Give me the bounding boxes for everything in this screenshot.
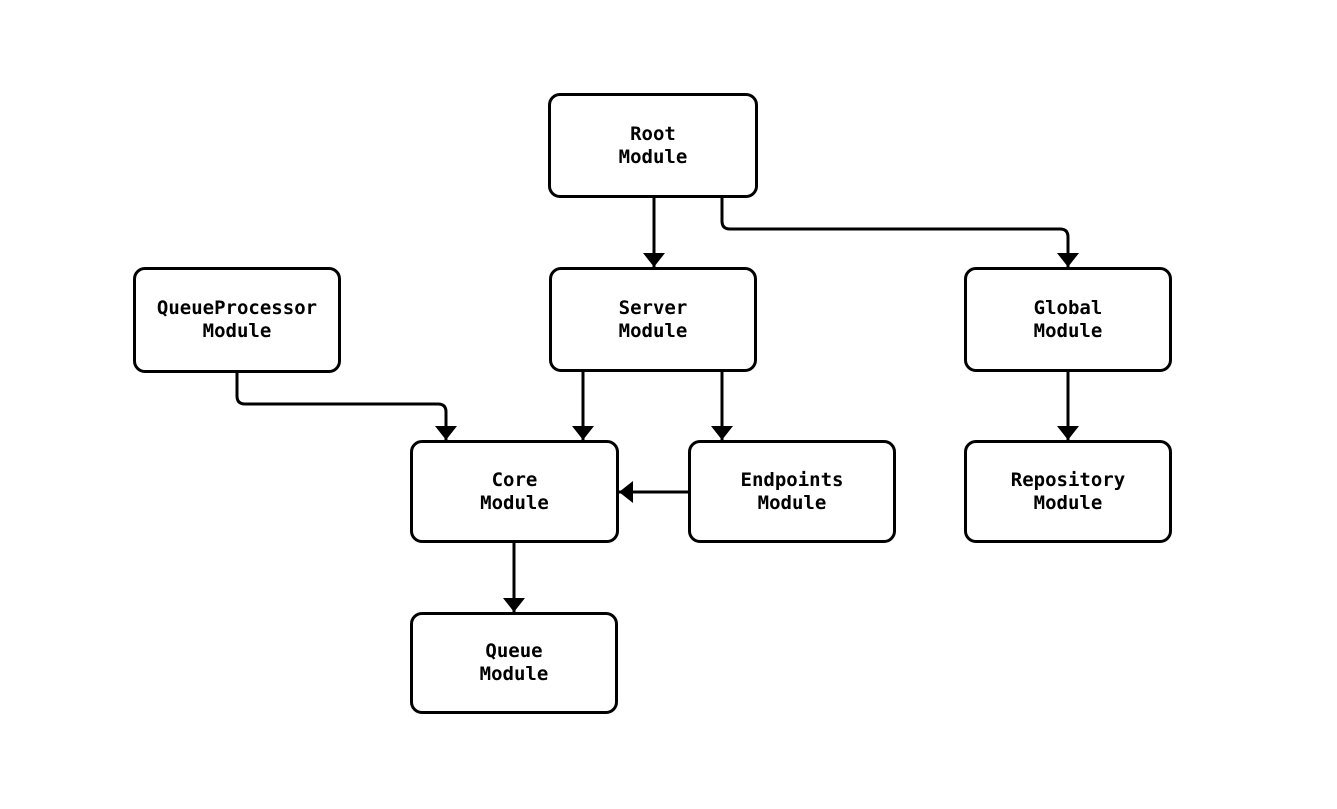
node-queue-label-line: Module [479,663,549,685]
node-repository-label-line: Repository [1010,468,1126,491]
node-queueprocessor-label-line: QueueProcessor [156,297,318,319]
node-endpoints-label-line: Module [757,491,827,514]
node-queue-label-line: Queue [485,640,543,662]
edge-queueprocessor-to-core [235,373,457,440]
node-endpoints-label-line: Endpoints [740,468,844,491]
node-server-label-line: Server [618,296,688,319]
node-global-label-line: Module [1033,319,1103,342]
edges-group [235,198,1079,612]
edge-root-to-global [720,198,1079,267]
node-global-label-line: Global [1033,296,1103,319]
node-server-label-line: Module [618,319,688,342]
node-core-label-line: Module [480,491,549,514]
node-root-label-line: Module [618,145,688,168]
node-repository-label-line: Module [1033,491,1103,514]
node-root-label-line: Root [630,122,676,145]
node-queueprocessor-label-line: Module [202,320,272,342]
node-core-label-line: Core [491,468,538,491]
